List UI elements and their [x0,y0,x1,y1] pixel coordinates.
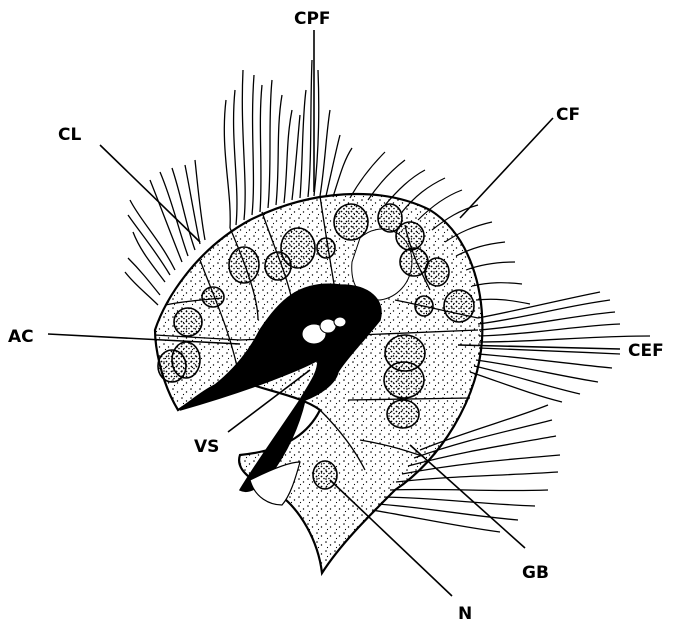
label-cef: CEF [628,341,664,361]
label-n: N [458,604,472,624]
label-vs: VS [194,437,219,457]
label-cpf: CPF [294,9,331,29]
label-cf: CF [556,105,580,125]
label-ac: AC [8,327,34,347]
label-gb: GB [522,563,549,583]
label-cl: CL [58,125,81,145]
